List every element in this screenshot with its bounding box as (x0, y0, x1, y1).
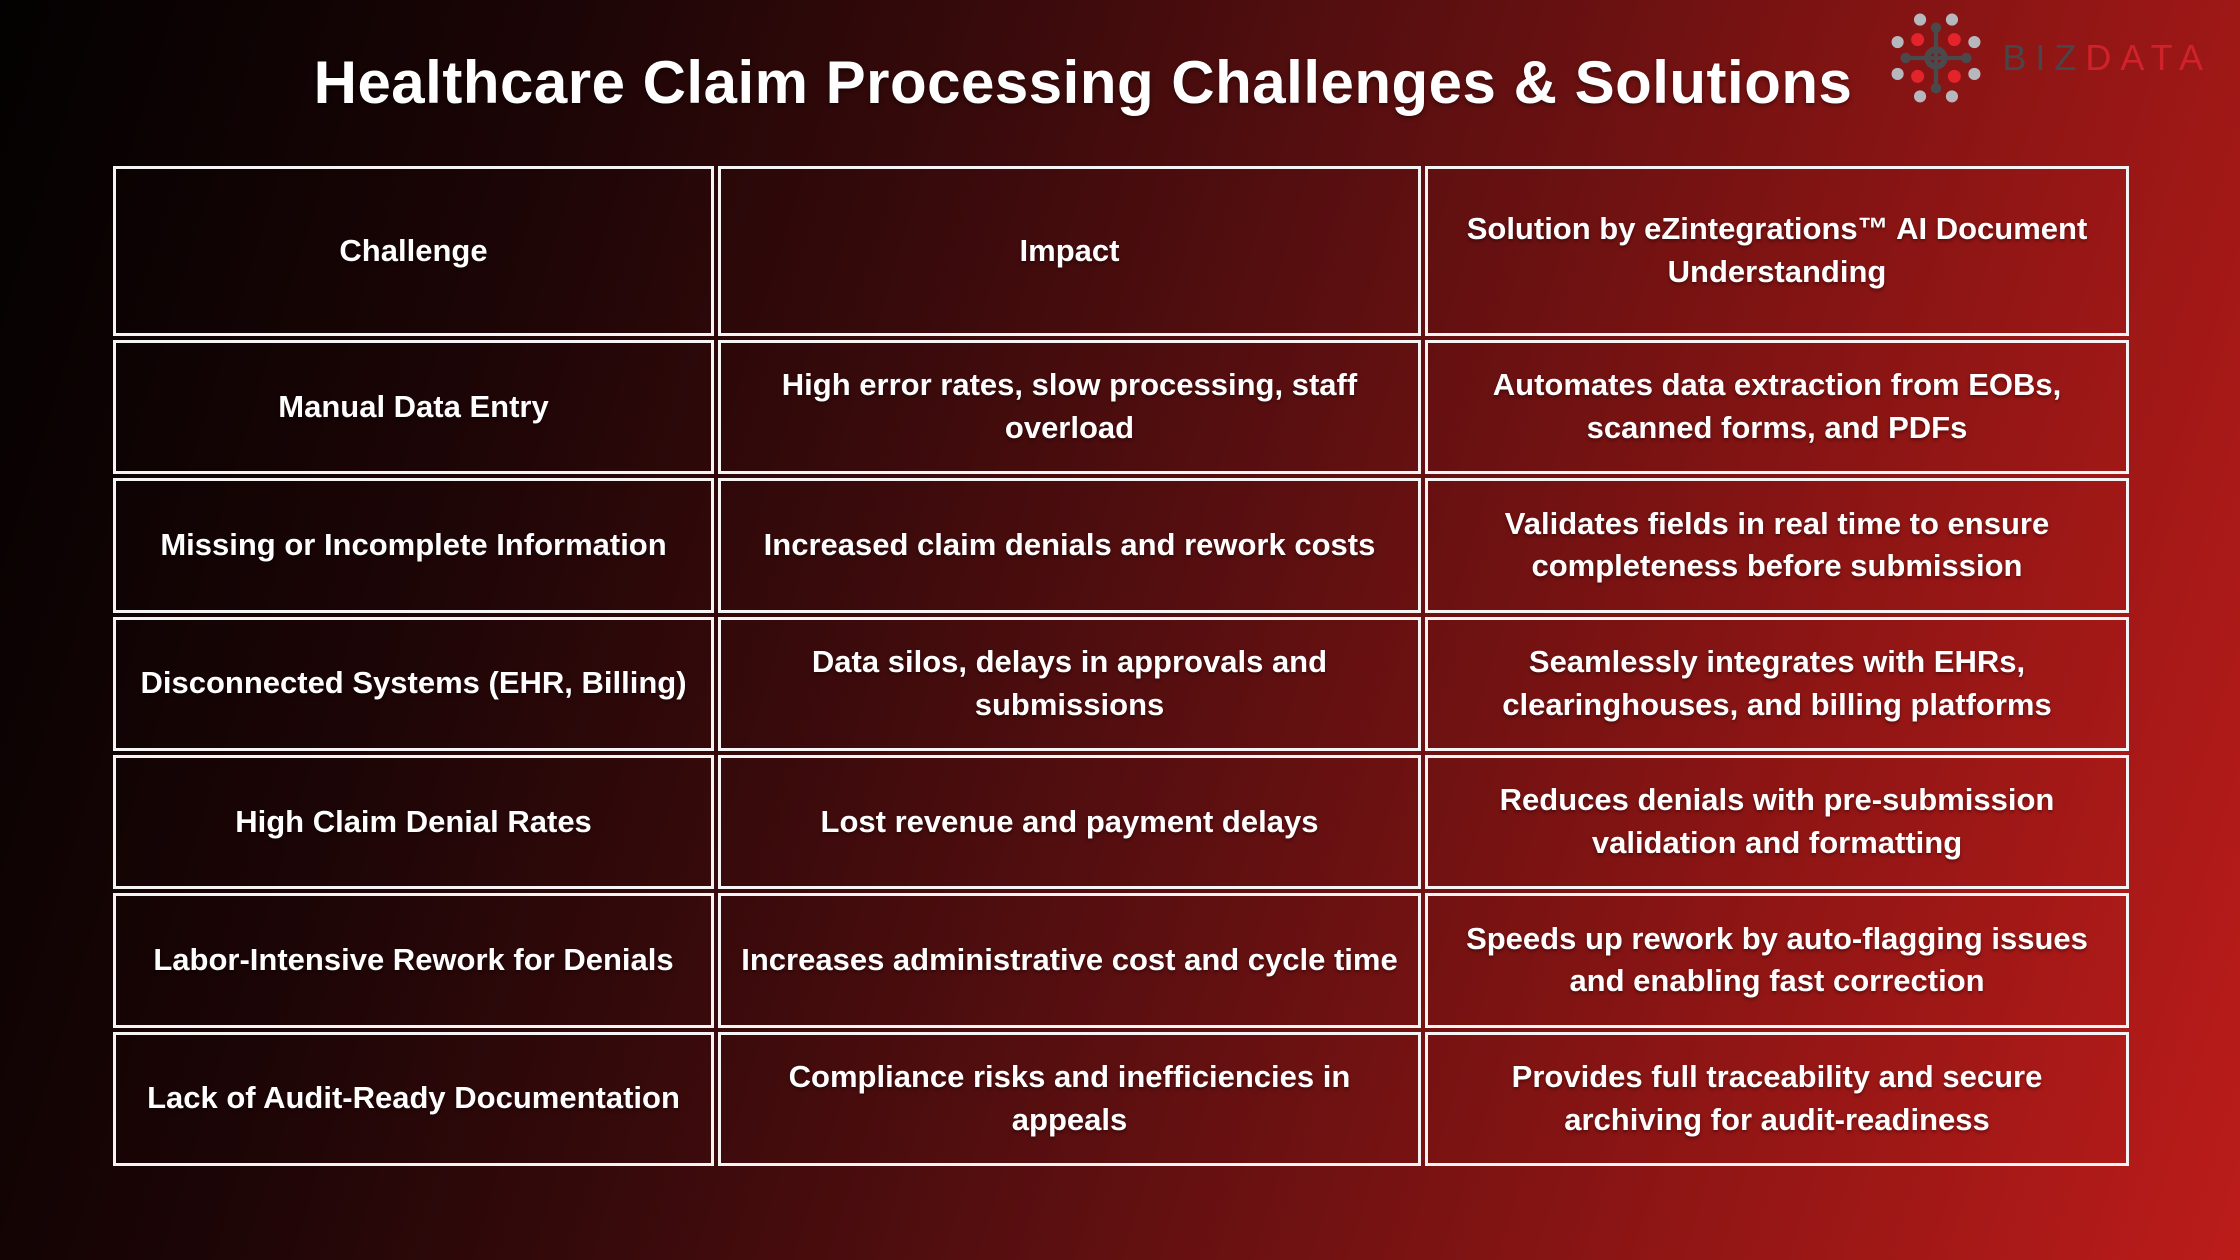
column-header-impact: Impact (718, 166, 1421, 336)
logo-text-biz: BIZ (2002, 37, 2086, 78)
column-header-solution: Solution by eZintegrations™ AI Document … (1425, 166, 2129, 336)
table-cell: Increased claim denials and rework costs (718, 478, 1421, 613)
challenges-solutions-table: Challenge Impact Solution by eZintegrati… (113, 166, 2129, 1166)
network-hub-icon (1891, 13, 1981, 103)
table-cell: Reduces denials with pre-submission vali… (1425, 754, 2129, 890)
table-cell: Labor-Intensive Rework for Denials (113, 893, 714, 1028)
table-cell: Lost revenue and payment delays (718, 754, 1421, 890)
table-cell: Validates fields in real time to ensure … (1425, 478, 2129, 613)
table-cell: Seamlessly integrates with EHRs, clearin… (1425, 616, 2129, 751)
table-cell: Compliance risks and inefficiencies in a… (718, 1031, 1421, 1166)
bizdata-logo: BIZDATA (1884, 6, 2212, 110)
table-cell: Data silos, delays in approvals and subm… (718, 616, 1421, 751)
table-cell: Automates data extraction from EOBs, sca… (1425, 340, 2129, 475)
table-cell: Missing or Incomplete Information (113, 478, 714, 613)
table-cell: Speeds up rework by auto-flagging issues… (1425, 893, 2129, 1028)
page-title: Healthcare Claim Processing Challenges &… (313, 49, 1853, 116)
table-cell: Lack of Audit-Ready Documentation (113, 1031, 714, 1166)
table-cell: Provides full traceability and secure ar… (1425, 1031, 2129, 1166)
logo-wordmark: BIZDATA (2002, 37, 2212, 79)
table-cell: Disconnected Systems (EHR, Billing) (113, 616, 714, 751)
table-cell: High Claim Denial Rates (113, 754, 714, 890)
column-header-challenge: Challenge (113, 166, 714, 336)
table-cell: Increases administrative cost and cycle … (718, 893, 1421, 1028)
table-cell: High error rates, slow processing, staff… (718, 340, 1421, 475)
table-cell: Manual Data Entry (113, 340, 714, 475)
logo-text-data: DATA (2085, 37, 2212, 78)
